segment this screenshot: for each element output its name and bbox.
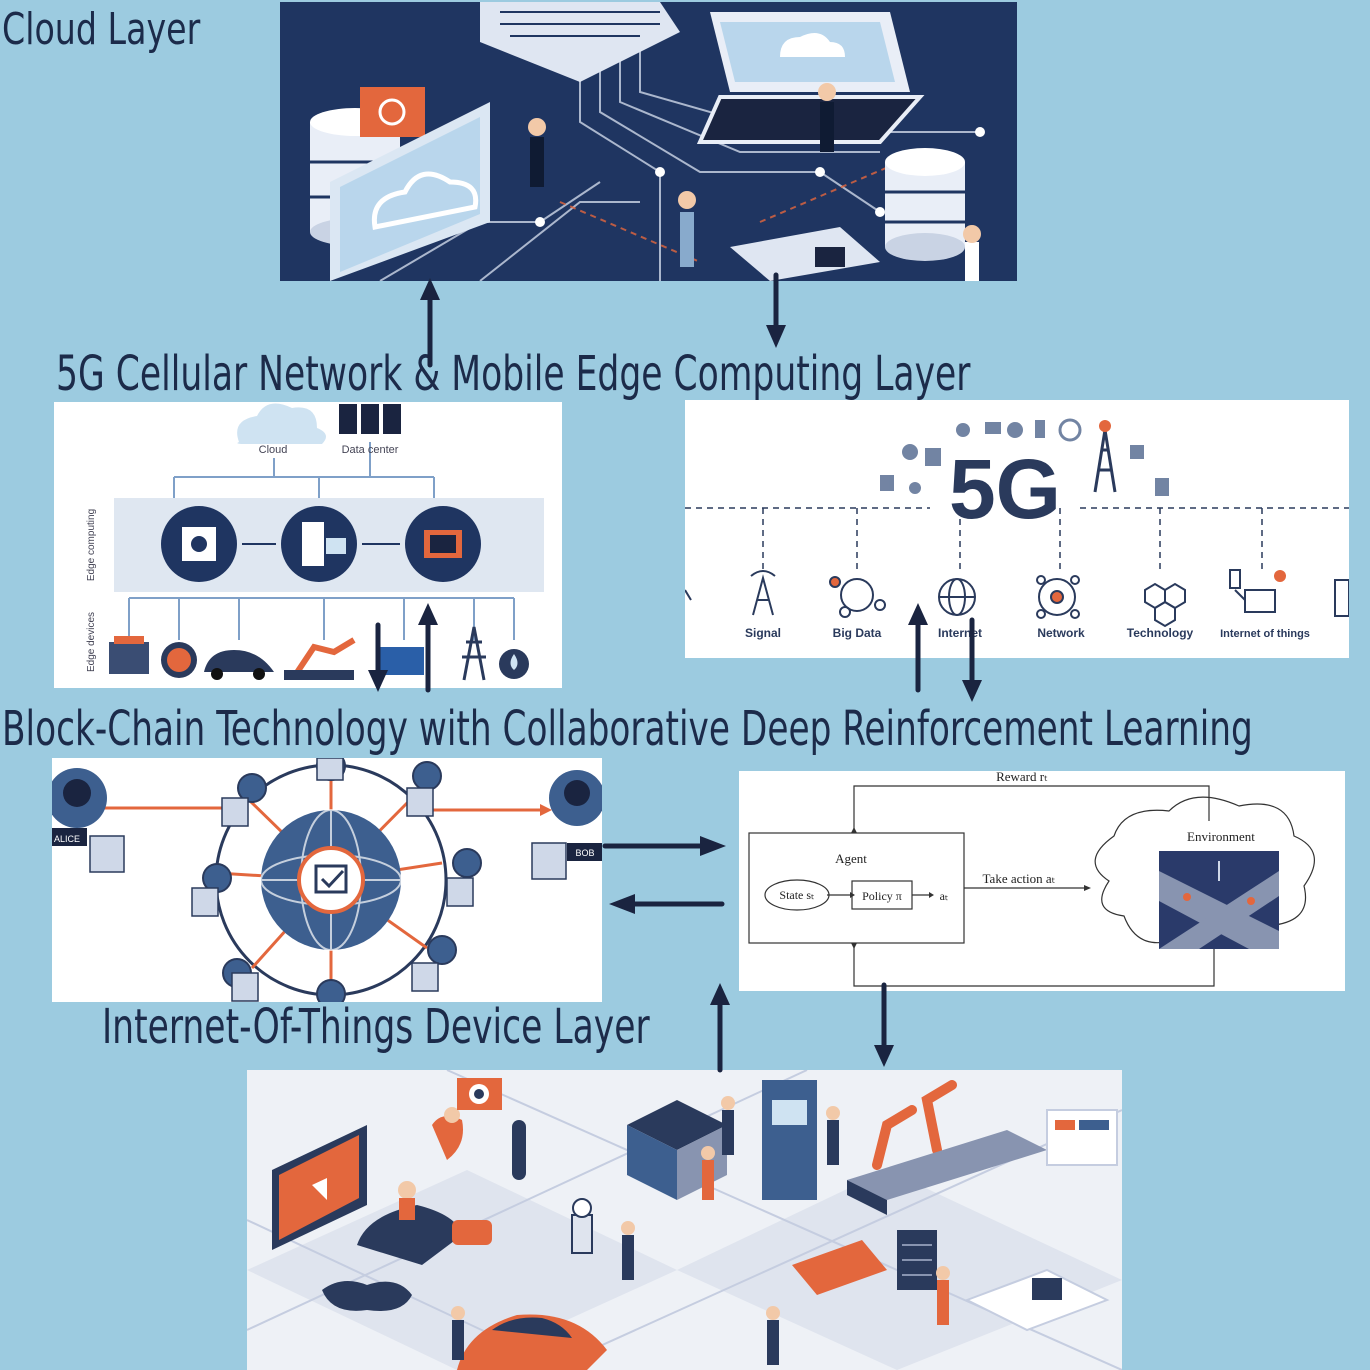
edge-node-icon	[161, 506, 237, 582]
dashboard-screen-icon	[1046, 1109, 1118, 1166]
robot-arm-icon	[872, 1080, 957, 1170]
iot-illustration	[247, 1070, 1122, 1370]
conveyor-icon	[847, 1130, 1047, 1215]
database-icon-right	[885, 148, 965, 261]
cell-tower-icon	[1093, 420, 1117, 493]
server-tower-icon	[480, 2, 680, 82]
edge-server-icon	[281, 506, 357, 582]
alice-avatar-icon	[52, 768, 125, 873]
state-label: State sₜ	[779, 888, 814, 902]
fiveg-diagram: 5G	[685, 400, 1349, 658]
armchair-icon	[432, 1107, 463, 1160]
tablet-icon	[792, 1240, 887, 1295]
action-output-label: aₜ	[940, 889, 949, 903]
cloud-icon	[237, 403, 326, 444]
edge-computing-label: Edge computing	[86, 509, 97, 581]
server-rack-icon	[897, 1230, 937, 1290]
agent-label: Agent	[835, 851, 867, 866]
internet-icon	[938, 578, 976, 616]
data-center-label: Data center	[342, 444, 399, 456]
car-icon	[457, 1314, 607, 1370]
fiveg-logo: 5G	[949, 442, 1061, 536]
globe-icon	[260, 809, 402, 951]
game-controller-icon	[322, 1281, 412, 1311]
workstation-icon	[730, 227, 880, 281]
fiveg-item-iot: Internet of things	[1220, 628, 1310, 640]
data-center-icon	[339, 404, 401, 434]
take-action-label: Take action aₜ	[983, 871, 1056, 886]
solar-panel-device-icon	[379, 647, 424, 675]
environment-label: Environment	[1187, 829, 1255, 844]
fiveg-item-big-data: Big Data	[833, 626, 882, 640]
workstation-icon	[964, 1268, 1110, 1332]
laptop-icon	[696, 12, 925, 144]
cloud-illustration	[280, 2, 1017, 281]
blockchain-diagram: ALICE BOB	[52, 758, 602, 1002]
bob-label: BOB	[575, 848, 594, 858]
tower-device-icon	[462, 626, 486, 681]
cloud-label: Cloud	[259, 444, 288, 456]
kitchen-appliance-icon	[627, 1100, 727, 1200]
iot-icon	[1229, 569, 1286, 613]
traffic-intersection-image	[1159, 851, 1279, 949]
fiveg-item-signal: Signal	[745, 626, 781, 640]
car-device-icon	[204, 650, 274, 680]
battery-device-icon	[109, 636, 149, 674]
edge-cutoff-icon	[685, 579, 1349, 617]
alice-label: ALICE	[54, 834, 80, 844]
fiveg-item-technology: Technology	[1127, 626, 1194, 640]
big-data-icon	[829, 576, 886, 618]
gauge-device-icon	[161, 642, 197, 678]
reward-label: Reward rₜ	[996, 771, 1048, 784]
robot-arm-device-icon	[284, 637, 356, 680]
network-icon	[1036, 575, 1080, 619]
blockchain-layer-title: Block-Chain Technology with Collaborativ…	[2, 701, 1253, 757]
cloud-layer-title: Cloud Layer	[2, 4, 201, 55]
edge-devices-label: Edge devices	[86, 612, 97, 672]
edge-layer-title: 5G Cellular Network & Mobile Edge Comput…	[56, 346, 971, 402]
edge-wireless-icon	[405, 506, 481, 582]
water-device-icon	[499, 649, 529, 679]
rl-diagram: Reward rₜ Environment Agent State sₜ Pol…	[739, 771, 1345, 991]
fiveg-item-network: Network	[1037, 626, 1085, 640]
sofa-icon	[357, 1181, 462, 1265]
technology-icon	[1144, 582, 1186, 628]
signal-icon	[750, 570, 776, 616]
smart-fridge-icon	[762, 1080, 817, 1200]
bob-avatar-icon	[531, 770, 602, 880]
edge-computing-diagram: Cloud Data center Edge computing Edge de…	[54, 402, 562, 688]
fiveg-item-internet: Internet	[938, 626, 982, 640]
robot-icon	[571, 1198, 593, 1254]
tv-icon	[272, 1125, 367, 1250]
policy-label: Policy π	[862, 889, 902, 903]
environment-cloud-icon	[1094, 796, 1315, 945]
iot-layer-title: Internet-Of-Things Device Layer	[102, 999, 650, 1055]
folder-sync-icon	[360, 87, 425, 137]
camera-icon	[457, 1078, 502, 1110]
cloud-monitor-icon	[330, 102, 490, 281]
smart-device-icon	[452, 1220, 492, 1245]
smart-speaker-icon	[512, 1120, 526, 1180]
